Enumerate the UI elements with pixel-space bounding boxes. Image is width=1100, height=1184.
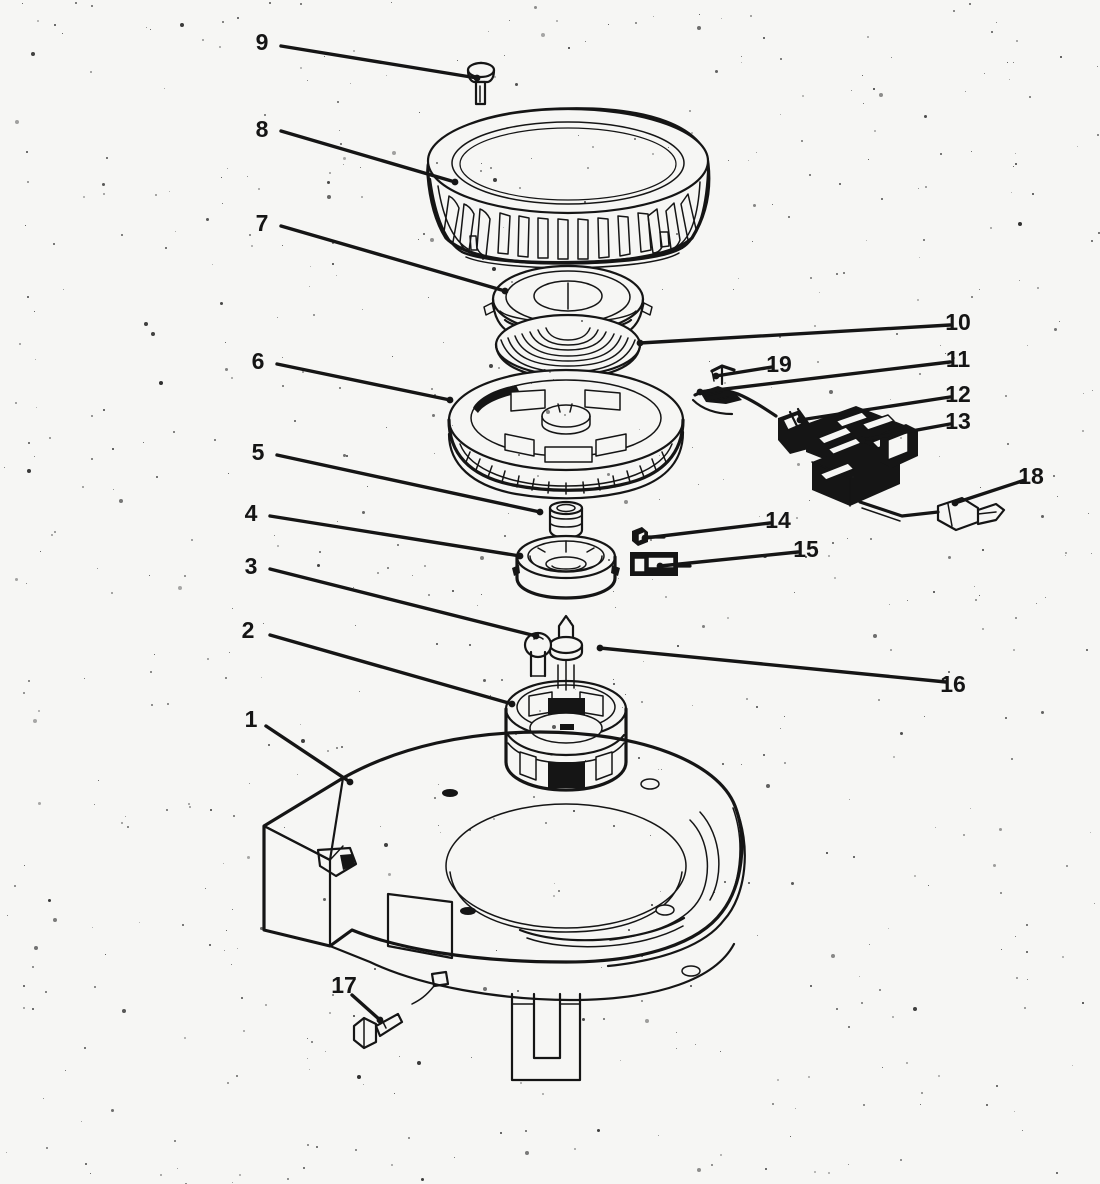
leader-line-15 (658, 550, 800, 568)
callout-number-1: 1 (245, 706, 258, 732)
callout-number-4: 4 (245, 500, 258, 526)
leader-line-14 (643, 521, 772, 540)
leader-line-9 (279, 44, 479, 80)
part-3-pawl-pin (523, 614, 584, 678)
part-4-retainer-cup (512, 534, 620, 600)
leader-arrow-8 (451, 178, 459, 186)
callout-number-2: 2 (242, 617, 255, 643)
callout-number-9: 9 (256, 29, 269, 55)
leader-arrow-1 (346, 778, 354, 786)
leader-line-6 (275, 362, 452, 402)
callout-number-16: 16 (940, 671, 966, 697)
leader-line-12 (798, 395, 952, 422)
part-8-starter-cover-vented (426, 107, 711, 269)
leader-line-16 (598, 646, 948, 684)
leader-arrow-3 (532, 632, 540, 640)
leader-arrow-6 (446, 396, 454, 404)
leader-lines-group (264, 44, 1027, 1024)
leader-arrow-15 (656, 562, 664, 570)
leader-line-17 (350, 993, 382, 1022)
callout-number-5: 5 (252, 439, 265, 465)
leader-line-3 (268, 567, 538, 638)
leader-arrow-19 (712, 372, 720, 380)
callout-number-18: 18 (1018, 463, 1044, 489)
callout-number-10: 10 (945, 309, 971, 335)
leader-arrow-5 (536, 508, 544, 516)
leader-arrow-2 (508, 700, 516, 708)
part-2-starter-cup-screen (504, 659, 628, 792)
leader-arrow-10 (636, 339, 644, 347)
callout-number-6: 6 (252, 348, 265, 374)
leader-arrow-17 (376, 1016, 384, 1024)
callout-number-19: 19 (766, 351, 792, 377)
leader-arrow-7 (501, 287, 509, 295)
part-6-starter-cup-ratchet-ring (447, 368, 685, 500)
leader-arrow-12 (796, 416, 804, 424)
leader-line-18 (953, 478, 1027, 505)
leader-line-8 (279, 129, 457, 184)
leader-line-5 (275, 453, 542, 514)
part-7-starter-pulley (483, 264, 653, 336)
leader-arrow-9 (473, 74, 481, 82)
part-1-blower-housing (262, 730, 746, 1082)
part-5-spring-brake (548, 500, 584, 540)
leader-arrow-4 (516, 552, 524, 560)
callout-number-7: 7 (256, 210, 269, 236)
leader-line-2 (268, 633, 514, 706)
callout-number-12: 12 (945, 381, 971, 407)
leader-line-19 (714, 365, 774, 378)
leader-line-13 (860, 422, 952, 442)
leader-line-10 (638, 323, 952, 345)
callout-number-3: 3 (245, 553, 258, 579)
callout-number-11: 11 (946, 346, 971, 372)
part-17-bolt-housing (352, 1012, 404, 1050)
callout-number-15: 15 (793, 536, 819, 562)
callout-number-14: 14 (765, 507, 791, 533)
part-10-recoil-spring-rope (494, 313, 642, 380)
leader-line-7 (279, 224, 507, 293)
leader-arrow-13 (858, 436, 866, 444)
leader-arrow-14 (641, 534, 649, 542)
leader-line-1 (264, 724, 352, 784)
part-18-terminal-spade (936, 496, 1006, 532)
leader-line-11 (698, 360, 952, 394)
callout-number-8: 8 (256, 116, 269, 142)
callout-number-13: 13 (945, 408, 971, 434)
part-15-clamp-block (630, 552, 692, 576)
leader-arrow-11 (696, 388, 704, 396)
leader-line-4 (268, 514, 522, 558)
leader-arrow-18 (951, 499, 959, 507)
callout-number-17: 17 (331, 972, 357, 998)
leader-arrow-16 (596, 644, 604, 652)
